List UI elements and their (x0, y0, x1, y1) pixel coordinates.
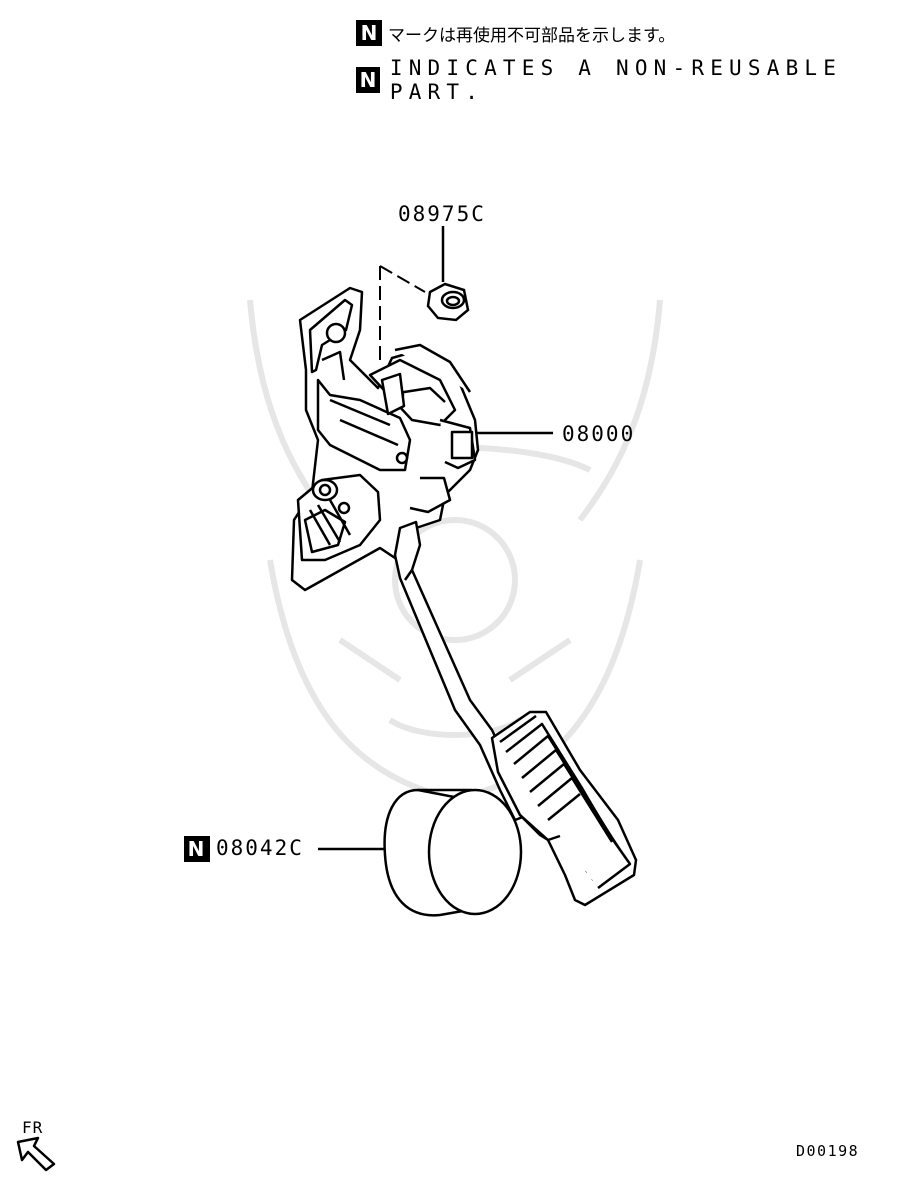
part-number: 08975C (398, 202, 486, 226)
pedal-bracket (290, 286, 480, 592)
part-label-nut: 08975C (398, 202, 486, 226)
nut-part (426, 282, 470, 322)
non-reusable-badge: N (184, 836, 210, 862)
install-line (379, 265, 426, 360)
diagram-code: D00198 (796, 1142, 860, 1160)
part-label-pedal-assembly: 08000 (562, 422, 635, 446)
pad-cylinder (383, 788, 523, 917)
front-arrow-icon (16, 1136, 56, 1172)
pedal-pad (490, 710, 638, 907)
part-number: 08042C (216, 836, 304, 860)
legend-japanese-text: マークは再使用不可部品を示します。 (388, 25, 676, 46)
part-number: 08000 (562, 422, 636, 446)
front-direction-label: FR (22, 1118, 44, 1137)
legend-english-row: N INDICATES A NON-REUSABLE PART. (356, 56, 909, 104)
non-reusable-badge: N (356, 67, 380, 93)
legend-english-text: INDICATES A NON-REUSABLE PART. (389, 56, 843, 104)
non-reusable-badge: N (356, 20, 382, 46)
legend-japanese-row: N マークは再使用不可部品を示します。 (356, 20, 675, 46)
